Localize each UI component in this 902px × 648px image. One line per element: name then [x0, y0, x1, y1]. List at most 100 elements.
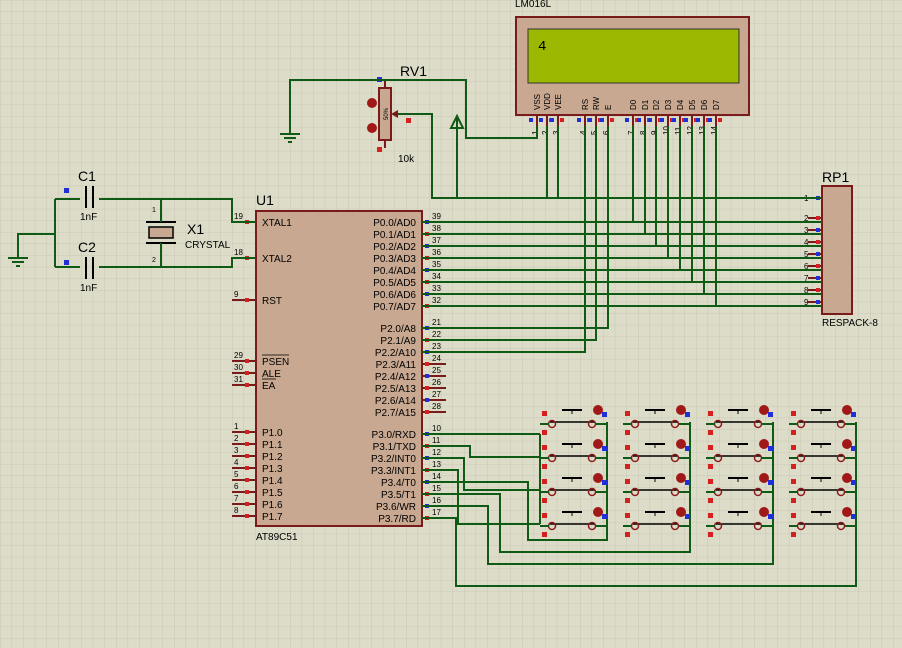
u1-pin-number: 38: [432, 224, 441, 233]
u1-pin-number: 35: [432, 260, 441, 269]
u1-pin-number: 39: [432, 212, 441, 221]
capacitor-c1[interactable]: C1 1nF: [64, 168, 97, 223]
keypad-button[interactable]: [623, 439, 690, 469]
u1-pin-number: 19: [234, 212, 243, 221]
u1-pin-number: 3: [234, 446, 239, 455]
probe-icon: [593, 439, 603, 449]
rp1-pin-number: 5: [804, 250, 809, 259]
capacitor-c2[interactable]: C2 1nF: [64, 239, 97, 294]
u1-pin-name: P3.0/RXD: [372, 430, 416, 441]
lcd-pin-name: D3: [664, 99, 673, 110]
u1-pin-name: P0.7/AD7: [373, 302, 416, 313]
keypad-button[interactable]: [623, 405, 690, 435]
rp1-part: RESPACK-8: [822, 318, 878, 329]
u1-pin-number: 4: [234, 458, 239, 467]
lcd-pin-number: 5: [590, 130, 599, 135]
u1-pin-name: P2.2/A10: [375, 348, 417, 359]
rv1-ref: RV1: [400, 63, 427, 79]
u1-pin-number: 6: [234, 482, 239, 491]
u1-pin-number: 14: [432, 472, 441, 481]
u1-pin-number: 22: [432, 330, 441, 339]
u1-pin-name: PSEN: [262, 357, 289, 368]
keypad-button[interactable]: [789, 439, 856, 469]
keypad-button[interactable]: [623, 507, 690, 537]
u1-pin-number: 21: [432, 318, 441, 327]
keypad-button[interactable]: [540, 405, 607, 435]
lcd-pin-name: VSS: [533, 94, 542, 110]
keypad-button[interactable]: [706, 473, 773, 503]
u1-pin-name: P3.5/T1: [381, 490, 416, 501]
keypad-button[interactable]: [706, 405, 773, 435]
u1-pin-name: P3.3/INT1: [371, 466, 416, 477]
keypad-button[interactable]: [623, 473, 690, 503]
c2-value: 1nF: [80, 283, 97, 294]
u1-pin-name: P1.3: [262, 464, 283, 475]
lcd-pin-name: E: [604, 105, 613, 110]
c2-ref: C2: [78, 239, 96, 255]
u1-pin-name: P2.4/A12: [375, 372, 417, 383]
u1-pin-number: 30: [234, 363, 243, 372]
probe-icon: [676, 405, 686, 415]
rv1-probe-icon: [367, 98, 377, 108]
potentiometer-rv1[interactable]: RV1 50% 10k: [367, 63, 427, 165]
rp1-pin-number: 3: [804, 226, 809, 235]
keypad-button[interactable]: [540, 473, 607, 503]
rv1-probe-icon: [367, 123, 377, 133]
lcd-pin-name: VEE: [554, 94, 563, 110]
u1-pin-name: P1.7: [262, 512, 283, 523]
lcd-pin-number: 3: [552, 130, 561, 135]
lcd-pin-name: RW: [592, 96, 601, 110]
u1-pin-number: 27: [432, 390, 441, 399]
keypad-button[interactable]: [540, 439, 607, 469]
probe-icon: [676, 473, 686, 483]
probe-icon: [759, 473, 769, 483]
u1-pin-number: 8: [234, 506, 239, 515]
u1-pin-name: P2.5/A13: [375, 384, 417, 395]
lcd-pin-number: 4: [579, 130, 588, 135]
u1-pin-number: 13: [432, 460, 441, 469]
u1-pin-number: 36: [432, 248, 441, 257]
u1-pin-number: 7: [234, 494, 239, 503]
u1-pin-name: P0.2/AD2: [373, 242, 416, 253]
lcd-pin-name: VDD: [543, 93, 552, 110]
keypad-button[interactable]: [706, 507, 773, 537]
lcd-pin-number: 1: [531, 130, 540, 135]
u1-ref: U1: [256, 192, 274, 208]
probe-icon: [759, 439, 769, 449]
crystal-x1[interactable]: X1 1 2 CRYSTAL: [146, 207, 231, 264]
lcd-part-label: LM016L: [515, 0, 552, 10]
keypad-button[interactable]: [789, 507, 856, 537]
microcontroller-u1[interactable]: U1 AT89C51 19XTAL118XTAL29RST29PSEN30ALE…: [232, 192, 446, 543]
rp1-pin-number: 7: [804, 274, 809, 283]
u1-part: AT89C51: [256, 532, 298, 543]
rv1-value: 10k: [398, 154, 415, 165]
probe-icon: [593, 405, 603, 415]
c1-ref: C1: [78, 168, 96, 184]
lcd-pin-number: 11: [674, 126, 683, 135]
u1-pin-name: P0.4/AD4: [373, 266, 416, 277]
lcd-pin-name: RS: [581, 99, 590, 110]
keypad-button[interactable]: [706, 439, 773, 469]
rp1-pin-number: 9: [804, 298, 809, 307]
lcd-module[interactable]: LM016L 4 1VSS2VDD3VEE4RS5RW6E7D08D19D210…: [515, 0, 750, 135]
keypad-button[interactable]: [789, 473, 856, 503]
lcd-pin-name: D6: [700, 99, 709, 110]
rv1-body-text: 50%: [384, 107, 390, 120]
lcd-pin-number: 9: [650, 130, 659, 135]
lcd-pin-number: 10: [662, 126, 671, 135]
wires: [17, 79, 857, 587]
keypad-button[interactable]: [540, 507, 607, 537]
svg-text:1: 1: [152, 207, 156, 214]
u1-pin-name: P1.0: [262, 428, 283, 439]
ground-symbol-icon: [280, 125, 300, 143]
probe-icon: [676, 439, 686, 449]
probe-icon: [676, 507, 686, 517]
u1-pin-number: 5: [234, 470, 239, 479]
lcd-display-text: 4: [538, 39, 546, 55]
keypad-button[interactable]: [789, 405, 856, 435]
u1-pin-name: P1.5: [262, 488, 283, 499]
u1-pin-name: P1.6: [262, 500, 283, 511]
rp1-pin-number: 6: [804, 262, 809, 271]
